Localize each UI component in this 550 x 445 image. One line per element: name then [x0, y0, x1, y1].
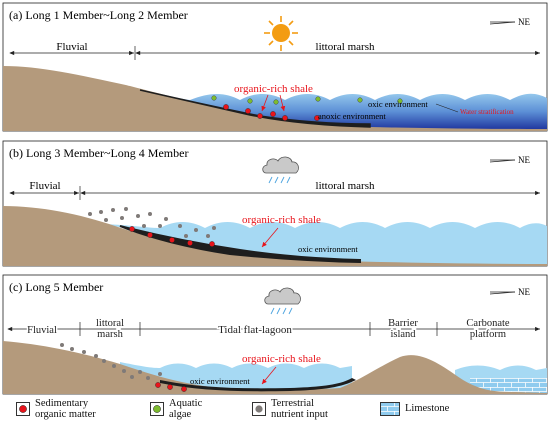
limestone-platform: [470, 378, 547, 394]
panel-b: (b) Long 3 Member~Long 4 Member NE Fluvi…: [2, 140, 548, 267]
organic-matter-dots: [155, 382, 187, 392]
panel-a-note-stratification: Water stratification: [460, 108, 514, 116]
grey-dot-icon: [252, 402, 266, 416]
panel-b-zone-littoral: littoral marsh: [316, 180, 375, 192]
panel-a-direction: NE: [518, 17, 530, 27]
land-profile: [3, 66, 547, 131]
panel-a-label: (a) Long 1 Member~Long 2 Member: [9, 8, 188, 22]
rain-cloud-icon: [264, 287, 301, 315]
panel-a-note-oxic: oxic environment: [368, 99, 428, 109]
panel-c-label: (c) Long 5 Member: [9, 280, 103, 294]
green-dot-icon: [150, 402, 164, 416]
panel-a-note-anoxic: anoxic environment: [318, 111, 386, 121]
panel-b-callout: organic-rich shale: [242, 214, 321, 226]
organic-matter-dots: [129, 226, 215, 247]
organic-matter-dots: [223, 104, 320, 121]
nutrient-dots: [60, 343, 162, 380]
nutrient-dots: [88, 207, 216, 238]
panel-c-direction: NE: [518, 287, 530, 297]
limestone-icon: [380, 402, 400, 416]
shale-layer: [119, 225, 361, 264]
algae-dots: [211, 95, 403, 105]
panel-b-zone-fluvial: Fluvial: [29, 180, 60, 192]
panel-c-zone-tidal: Tidal flat-lagoon: [218, 324, 292, 336]
panel-b-direction: NE: [518, 155, 530, 165]
lake-water: [130, 88, 547, 131]
panel-c-zone-fluvial: Fluvial: [27, 325, 57, 336]
legend-limestone: Limestone: [405, 403, 450, 414]
shale-layer: [139, 89, 371, 128]
panel-c-callout: organic-rich shale: [242, 353, 321, 365]
shale-layer: [160, 378, 356, 392]
sun-icon: [264, 16, 298, 51]
panel-a: (a) Long 1 Member~Long 2 Member NE Fluvi…: [2, 2, 548, 132]
land-profile: [3, 206, 547, 266]
panel-a-zone-littoral: littoral marsh: [316, 41, 375, 53]
land-profile: [3, 341, 547, 394]
panel-b-label: (b) Long 3 Member~Long 4 Member: [9, 146, 188, 160]
rain-cloud-icon: [262, 156, 299, 184]
panel-a-callout: organic-rich shale: [234, 83, 313, 95]
lake-water: [105, 222, 547, 266]
red-dot-icon: [16, 402, 30, 416]
panel-a-zone-fluvial: Fluvial: [56, 41, 87, 53]
panel-b-note-oxic: oxic environment: [298, 244, 358, 254]
panel-c-note-oxic: oxic environment: [190, 376, 250, 386]
